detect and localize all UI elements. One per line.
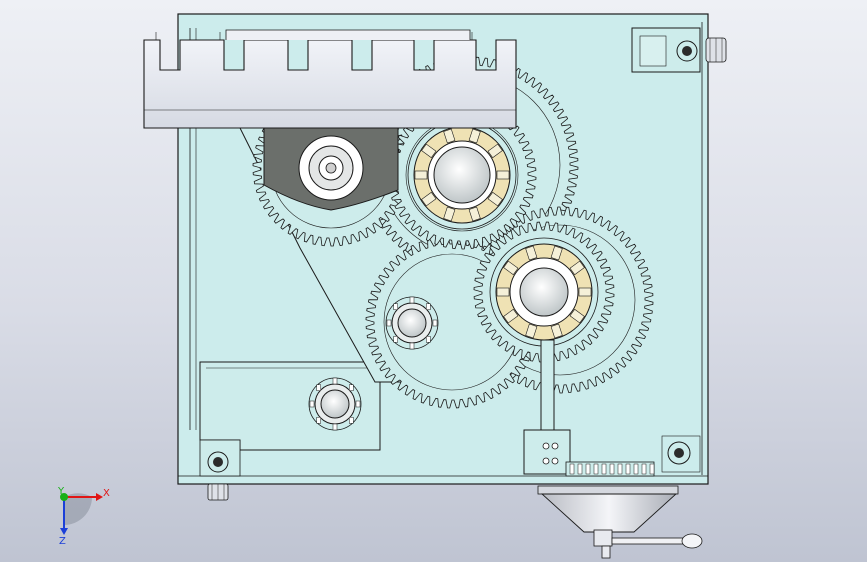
small-bearing-middle <box>385 296 439 350</box>
lever-arm[interactable] <box>523 339 571 475</box>
bearing-right <box>489 237 599 347</box>
coordinate-triad: X Y Z <box>57 486 110 547</box>
screw-bottom-left <box>199 439 241 477</box>
x-axis-label: X <box>103 488 110 499</box>
adjustment-knob[interactable] <box>537 485 703 559</box>
dark-bearing-plate <box>263 127 399 211</box>
small-bearing-lower <box>308 377 362 431</box>
top-right-clamp <box>631 27 701 73</box>
screw-side-top-right <box>705 37 727 63</box>
screw-bottom-right <box>661 435 701 473</box>
bearing-top-center <box>407 120 517 230</box>
z-axis-label: Z <box>59 536 66 547</box>
y-axis-label: Y <box>57 486 65 497</box>
rack-bar <box>143 29 517 129</box>
lower-small-rack <box>565 461 655 477</box>
screw-side-bottom-left <box>207 483 229 501</box>
screw-top-right <box>676 40 698 62</box>
